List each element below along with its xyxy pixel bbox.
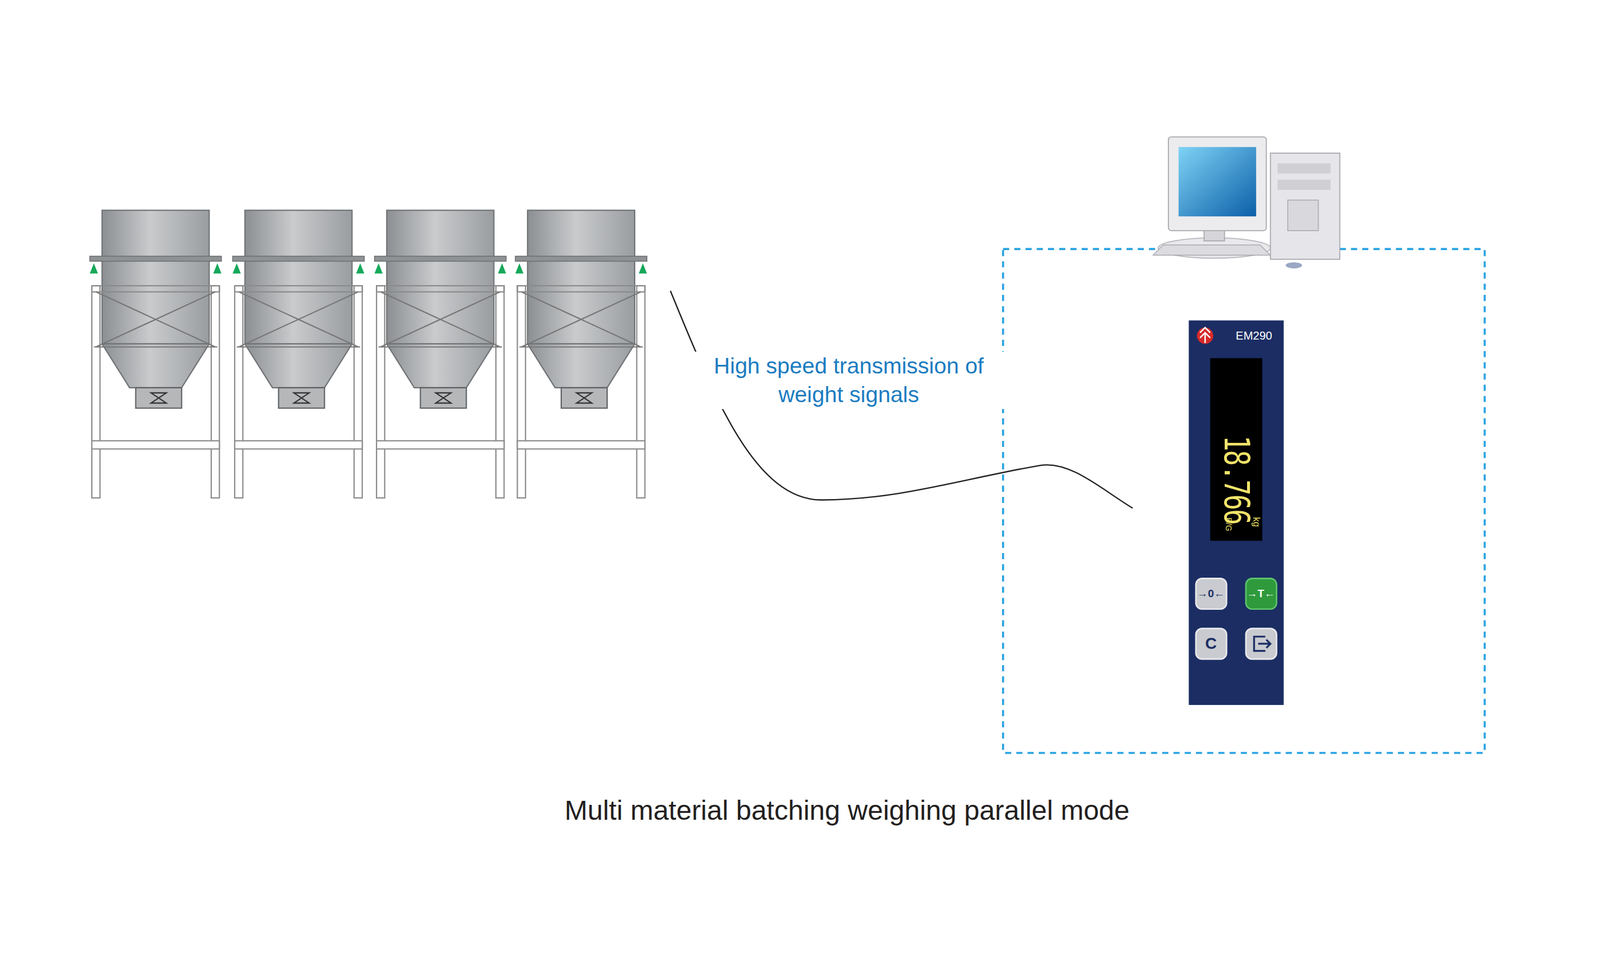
mode-label: B/G	[1224, 517, 1233, 532]
caption: Multi material batching weighing paralle…	[561, 794, 1134, 827]
model-name: EM290	[1235, 329, 1272, 342]
weight-readout: 18.766	[1219, 435, 1254, 524]
zero-key: →0←	[1197, 587, 1226, 601]
indicator-device: EM290 18.766kg B/G	[1188, 320, 1284, 705]
unit-label: kg	[1251, 517, 1261, 528]
clear-key: C	[1205, 634, 1217, 654]
tare-key: →T←	[1246, 587, 1276, 601]
signal-note: High speed transmission of weight signal…	[688, 351, 1010, 410]
